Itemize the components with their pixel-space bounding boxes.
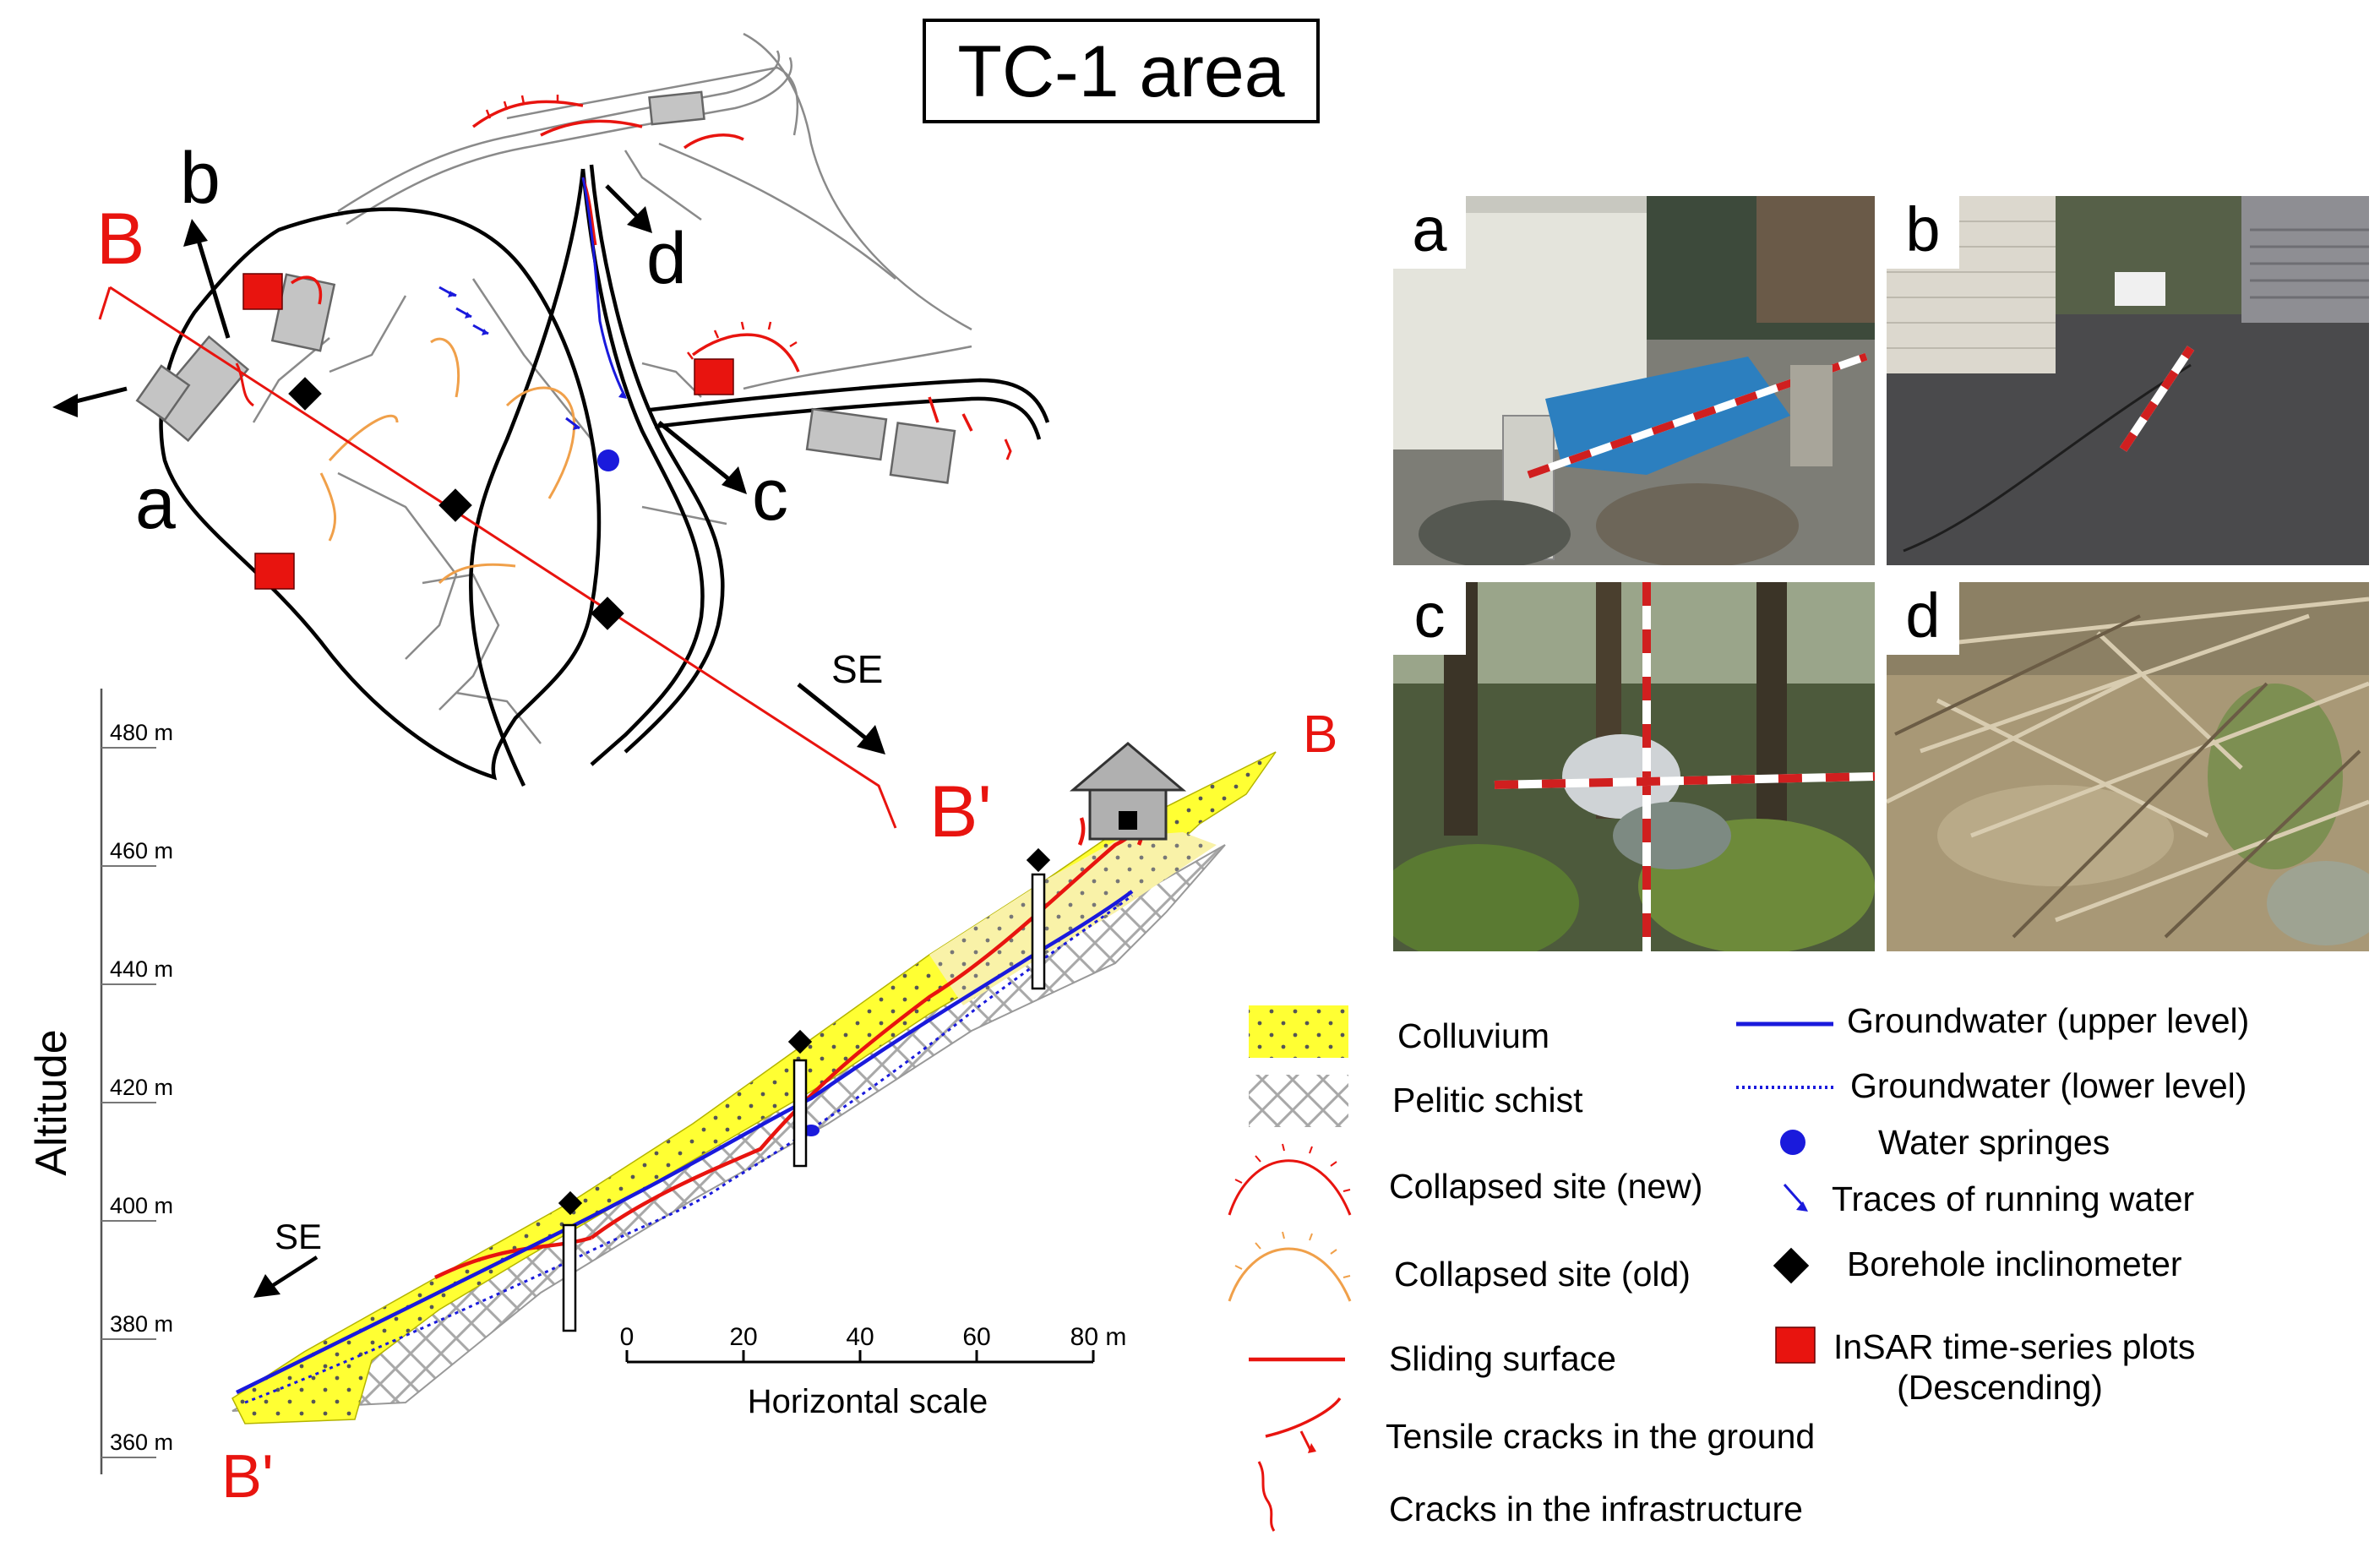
crack-ticks xyxy=(485,95,798,360)
legend-label-sliding: Sliding surface xyxy=(1389,1339,1616,1378)
scale-tick-20: 20 xyxy=(729,1323,757,1351)
photo-c-label: c xyxy=(1393,582,1466,655)
scale-tick-0: 0 xyxy=(620,1323,634,1351)
photo-b-label: b xyxy=(1887,196,1959,269)
legend-label-tensile: Tensile cracks in the ground xyxy=(1386,1417,1815,1456)
alt-tick-380: 380 m xyxy=(110,1311,173,1337)
legend-swatch-colluvium xyxy=(1249,1005,1348,1058)
plan-map: B B' SE b a d c xyxy=(52,32,1050,852)
alt-tick-400: 400 m xyxy=(110,1193,173,1218)
legend-symbol-borehole xyxy=(1773,1247,1810,1284)
legend-label-gw-lower: Groundwater (lower level) xyxy=(1850,1066,2247,1105)
photo-d: d xyxy=(1887,582,2369,951)
photo-d-label: d xyxy=(1887,582,1959,655)
map-label-B-prime: B' xyxy=(929,771,992,852)
legend: Colluvium Pelitic schist Collapsed site … xyxy=(1228,1001,2249,1532)
photo-a-label: a xyxy=(1393,196,1466,269)
alt-tick-420: 420 m xyxy=(110,1075,173,1100)
collapsed-sites-old xyxy=(319,337,575,585)
map-marker-a: a xyxy=(135,463,176,544)
alt-tick-360: 360 m xyxy=(110,1430,173,1455)
legend-label-borehole: Borehole inclinometer xyxy=(1847,1245,2182,1283)
map-marker-d: d xyxy=(646,218,687,299)
collapsed-sites-new xyxy=(290,100,973,432)
insar-map-markers xyxy=(242,273,734,590)
landslide-boundary xyxy=(159,164,725,787)
legend-label-running-water: Traces of running water xyxy=(1832,1179,2194,1218)
legend-label-schist: Pelitic schist xyxy=(1392,1081,1583,1119)
section-label-B: B xyxy=(1303,705,1337,764)
groundwater-lower xyxy=(244,894,1133,1404)
altitude-axis-label: Altitude xyxy=(27,1029,76,1175)
borehole-map-markers xyxy=(288,377,624,630)
legend-label-insar: InSAR time-series plots xyxy=(1833,1327,2195,1366)
legend-swatch-schist xyxy=(1249,1075,1348,1127)
scale-tick-40: 40 xyxy=(846,1323,874,1351)
legend-symbol-tensile xyxy=(1265,1397,1342,1453)
scale-tick-60: 60 xyxy=(962,1323,990,1351)
legend-label-colluvium: Colluvium xyxy=(1397,1016,1549,1055)
photo-c-image xyxy=(1393,582,1875,951)
legend-symbol-springs xyxy=(1780,1130,1805,1155)
page-title: TC-1 area xyxy=(957,31,1284,112)
legend-symbol-collapsed-old xyxy=(1228,1231,1352,1302)
map-marker-c: c xyxy=(752,455,788,536)
legend-label-collapsed-old: Collapsed site (old) xyxy=(1394,1255,1691,1294)
legend-label-springs: Water springes xyxy=(1878,1123,2110,1162)
colluvium-pale-zone xyxy=(929,832,1217,1005)
alt-tick-460: 460 m xyxy=(110,838,173,863)
legend-label-collapsed-new: Collapsed site (new) xyxy=(1389,1167,1702,1206)
section-label-B-prime: B' xyxy=(221,1443,274,1511)
photo-arrowheads xyxy=(52,206,885,754)
water-spring-map xyxy=(597,449,619,471)
horizontal-scale: 0 20 40 60 80 m Horizontal scale xyxy=(620,1323,1127,1420)
legend-symbol-collapsed-new xyxy=(1228,1143,1352,1216)
scale-label: Horizontal scale xyxy=(748,1383,988,1420)
title-box: TC-1 area xyxy=(923,19,1320,123)
photo-c: c xyxy=(1393,582,1875,951)
photo-arrows xyxy=(65,184,872,744)
map-label-SE: SE xyxy=(831,647,883,691)
altitude-ticks: 480 m 460 m 440 m 420 m 400 m 380 m 360 … xyxy=(101,720,173,1458)
scale-tick-80: 80 m xyxy=(1070,1323,1127,1351)
map-label-B: B xyxy=(96,199,144,280)
house-icon xyxy=(1069,742,1187,841)
groundwater-upper xyxy=(236,890,1134,1395)
alt-tick-440: 440 m xyxy=(110,956,173,982)
cross-section: 480 m 460 m 440 m 420 m 400 m 380 m 360 … xyxy=(27,689,1337,1511)
section-se-arrow xyxy=(270,1256,319,1288)
alt-tick-480: 480 m xyxy=(110,720,173,745)
legend-symbol-insar xyxy=(1775,1326,1816,1364)
legend-label-gw-upper: Groundwater (upper level) xyxy=(1847,1001,2249,1040)
borehole-section-markers xyxy=(558,847,1051,1216)
legend-symbol-running-water xyxy=(1783,1184,1808,1212)
photo-a-image xyxy=(1393,196,1875,565)
section-label-SE: SE xyxy=(275,1217,322,1256)
section-se-arrowhead xyxy=(253,1274,280,1298)
buildings xyxy=(135,90,956,484)
section-line xyxy=(98,286,897,829)
photo-b: b xyxy=(1887,196,2369,565)
legend-label-insar-sub: (Descending) xyxy=(1897,1368,2103,1407)
legend-symbol-infra-cracks xyxy=(1257,1461,1276,1532)
photo-d-image xyxy=(1887,582,2369,951)
borehole-casings xyxy=(562,873,1046,1332)
ridge-road xyxy=(650,378,1050,440)
legend-label-infra-cracks: Cracks in the infrastructure xyxy=(1389,1490,1803,1528)
running-water-arrowheads xyxy=(448,291,627,430)
photo-a: a xyxy=(1393,196,1875,565)
map-marker-b: b xyxy=(180,138,221,219)
